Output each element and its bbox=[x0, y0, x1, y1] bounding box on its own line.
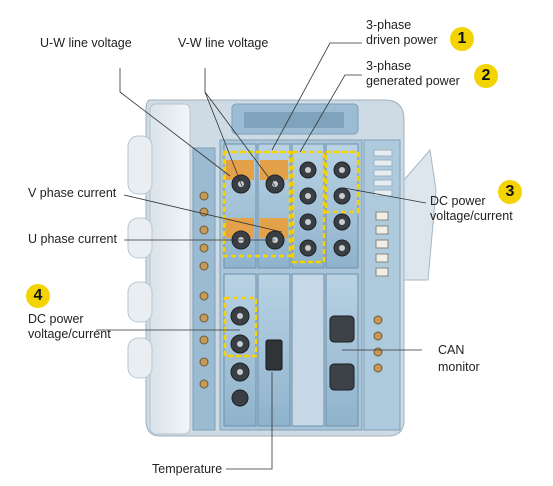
label-dc-power-right-line2: voltage/current bbox=[430, 209, 513, 223]
handle bbox=[403, 148, 437, 281]
highlight-dc-left bbox=[223, 296, 258, 358]
leader-generated bbox=[299, 74, 362, 153]
label-dc-power-left-line2: voltage/current bbox=[28, 327, 111, 341]
label-dc-power-left-line1: DC power bbox=[28, 312, 84, 326]
leader-temperature bbox=[226, 372, 273, 470]
left-connector-strip bbox=[192, 147, 216, 431]
label-dc-power-right-line1: DC power bbox=[430, 194, 486, 208]
label-u-phase-current: U phase current bbox=[28, 232, 117, 246]
label-temperature: Temperature bbox=[152, 462, 223, 476]
label-v-phase-current: V phase current bbox=[28, 186, 117, 200]
leader-vw-2 bbox=[204, 91, 276, 187]
leader-driven bbox=[271, 42, 362, 151]
label-3phase-driven-line1: 3-phase bbox=[366, 18, 412, 32]
label-3phase-generated-line2: generated power bbox=[366, 74, 460, 88]
label-can-line2: monitor bbox=[438, 360, 480, 374]
highlight-dc-right bbox=[324, 150, 360, 214]
label-vw-line-voltage: V-W line voltage bbox=[178, 36, 269, 50]
label-3phase-driven-line2: driven power bbox=[366, 33, 438, 47]
temperature-connector bbox=[265, 339, 283, 371]
highlight-driven-power bbox=[222, 150, 292, 258]
label-can-line1: CAN bbox=[438, 343, 465, 357]
left-side-panel bbox=[149, 103, 191, 435]
label-3phase-generated-line1: 3-phase bbox=[366, 59, 412, 73]
leader-dc-right bbox=[343, 187, 427, 204]
highlight-generated-power bbox=[291, 150, 326, 264]
right-side-panel bbox=[363, 139, 401, 431]
leader-uw bbox=[119, 68, 231, 177]
badge-3: 3 bbox=[498, 180, 522, 204]
badge-1: 1 bbox=[450, 27, 474, 51]
badge-2: 2 bbox=[474, 64, 498, 88]
can-connector-bottom bbox=[329, 363, 355, 391]
badge-4: 4 bbox=[26, 284, 50, 308]
leader-v-phase bbox=[123, 194, 283, 233]
can-connector-top bbox=[329, 315, 355, 343]
label-uw-line-voltage: U-W line voltage bbox=[40, 36, 132, 50]
